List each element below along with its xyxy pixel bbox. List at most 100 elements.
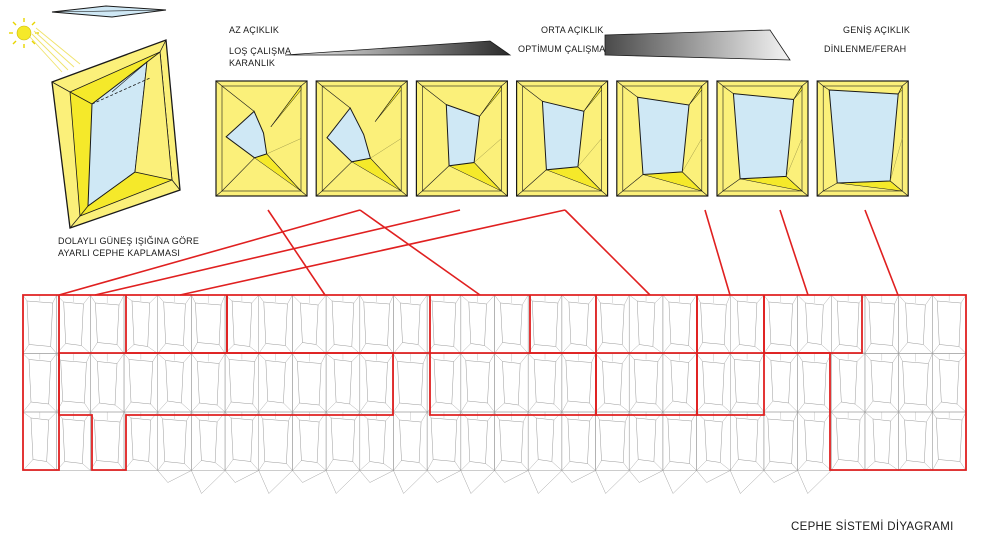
- connector-line-2: [58, 209, 361, 296]
- facade-cell: [90, 411, 125, 471]
- facade-cell: [460, 353, 495, 413]
- facade-cell: [191, 353, 226, 413]
- connector-line-3: [359, 209, 481, 296]
- facade-panel-1: [215, 80, 308, 197]
- facade-cell: [325, 294, 361, 354]
- facade-cell: [292, 294, 327, 354]
- facade-cell: [224, 294, 259, 354]
- sun-icon: [9, 18, 81, 73]
- facade-cell: [426, 411, 462, 471]
- large-facade-module: [51, 39, 181, 229]
- facade-cell: [292, 353, 327, 413]
- facade-cell: [662, 294, 697, 354]
- facade-cell: [123, 411, 158, 471]
- facade-cell: [864, 353, 899, 413]
- gradient-bar-dark: [284, 40, 512, 56]
- highlight-region-8: [763, 295, 863, 354]
- facade-cell: [797, 294, 832, 354]
- connector-line-8: [779, 209, 809, 296]
- label-optimum-calisma: OPTİMUM ÇALIŞMA: [518, 44, 606, 54]
- facade-cell: [258, 294, 293, 354]
- facade-cell: [56, 353, 91, 413]
- module-caption-line2: AYARLI CEPHE KAPLAMASI: [58, 248, 181, 258]
- facade-cell: [898, 294, 933, 354]
- openness-gradient-bars: [284, 29, 791, 61]
- facade-cell: [393, 353, 428, 413]
- facade-cell: [932, 411, 967, 471]
- facade-cell: [932, 294, 967, 354]
- facade-cell: [426, 294, 462, 354]
- facade-cell: [561, 411, 596, 471]
- facade-cell: [90, 294, 125, 354]
- facade-cell: [393, 411, 428, 471]
- highlight-region-2: [58, 295, 394, 471]
- label-los-calisma: LOŞ ÇALIŞMA: [229, 46, 292, 56]
- facade-cell: [191, 411, 226, 471]
- label-orta-aciklik: ORTA AÇIKLIK: [541, 25, 604, 35]
- module-caption-line1: DOLAYLI GÜNEŞ IŞIĞINA GÖRE: [58, 236, 200, 246]
- facade-cell: [595, 353, 630, 413]
- facade-cell: [224, 353, 259, 413]
- facade-cell: [56, 411, 91, 471]
- panel-sequence: [215, 80, 909, 197]
- facade-panel-5: [616, 80, 709, 197]
- diagram-title: CEPHE SİSTEMİ DİYAGRAMI: [791, 521, 954, 533]
- highlight-region-3: [125, 295, 227, 354]
- facade-cell: [527, 353, 563, 413]
- label-dinlenme-ferah: DİNLENME/FERAH: [824, 44, 907, 54]
- connector-line-7: [704, 209, 731, 296]
- facade-cell: [460, 411, 495, 471]
- facade-cell: [527, 294, 563, 354]
- facade-cell: [864, 411, 899, 471]
- facade-lower-fringe: [157, 470, 832, 494]
- facade-cell: [460, 294, 495, 354]
- facade-cell: [864, 294, 899, 354]
- red-highlight-lines: [22, 209, 967, 471]
- facade-cell: [123, 353, 158, 413]
- facade-cell: [157, 353, 192, 413]
- facade-cell: [662, 353, 697, 413]
- facade-cell: [426, 353, 462, 413]
- facade-cell: [494, 353, 529, 413]
- facade-cell: [258, 411, 293, 471]
- connector-line-5: [179, 209, 566, 296]
- facade-cell: [831, 353, 866, 413]
- facade-cell: [595, 294, 630, 354]
- facade-cell: [224, 411, 259, 471]
- facade-panel-4: [515, 80, 609, 197]
- facade-cell: [696, 411, 731, 471]
- facade-elevation: [22, 294, 967, 494]
- facade-cell: [831, 411, 866, 471]
- label-genis-aciklik: GENİŞ AÇIKLIK: [843, 25, 911, 35]
- facade-cell: [123, 294, 158, 354]
- gradient-bar-light: [604, 29, 791, 61]
- facade-cell: [22, 353, 57, 413]
- facade-cell: [157, 294, 192, 354]
- facade-cell: [595, 411, 630, 471]
- facade-cell: [763, 353, 798, 413]
- facade-cell: [359, 411, 394, 471]
- facade-cell: [494, 294, 529, 354]
- label-karanlik: KARANLIK: [229, 58, 276, 68]
- top-plan-view: [51, 5, 167, 18]
- facade-cell: [730, 294, 765, 354]
- facade-cell: [90, 353, 125, 413]
- facade-panel-2: [315, 80, 408, 197]
- facade-cell: [359, 353, 394, 413]
- facade-cell: [730, 411, 765, 471]
- facade-cell: [561, 294, 596, 354]
- label-az-aciklik: AZ AÇIKLIK: [229, 25, 280, 35]
- facade-cell: [628, 294, 664, 354]
- facade-cell: [831, 294, 866, 354]
- facade-cell: [191, 294, 226, 354]
- highlight-region-5: [429, 295, 597, 416]
- connector-line-4: [94, 209, 461, 296]
- facade-cell: [494, 411, 529, 471]
- facade-cell: [325, 411, 361, 471]
- facade-cell: [797, 353, 832, 413]
- facade-cell: [359, 294, 394, 354]
- facade-cell: [157, 411, 192, 471]
- facade-panel-3: [415, 80, 508, 197]
- highlight-region-6: [595, 295, 698, 416]
